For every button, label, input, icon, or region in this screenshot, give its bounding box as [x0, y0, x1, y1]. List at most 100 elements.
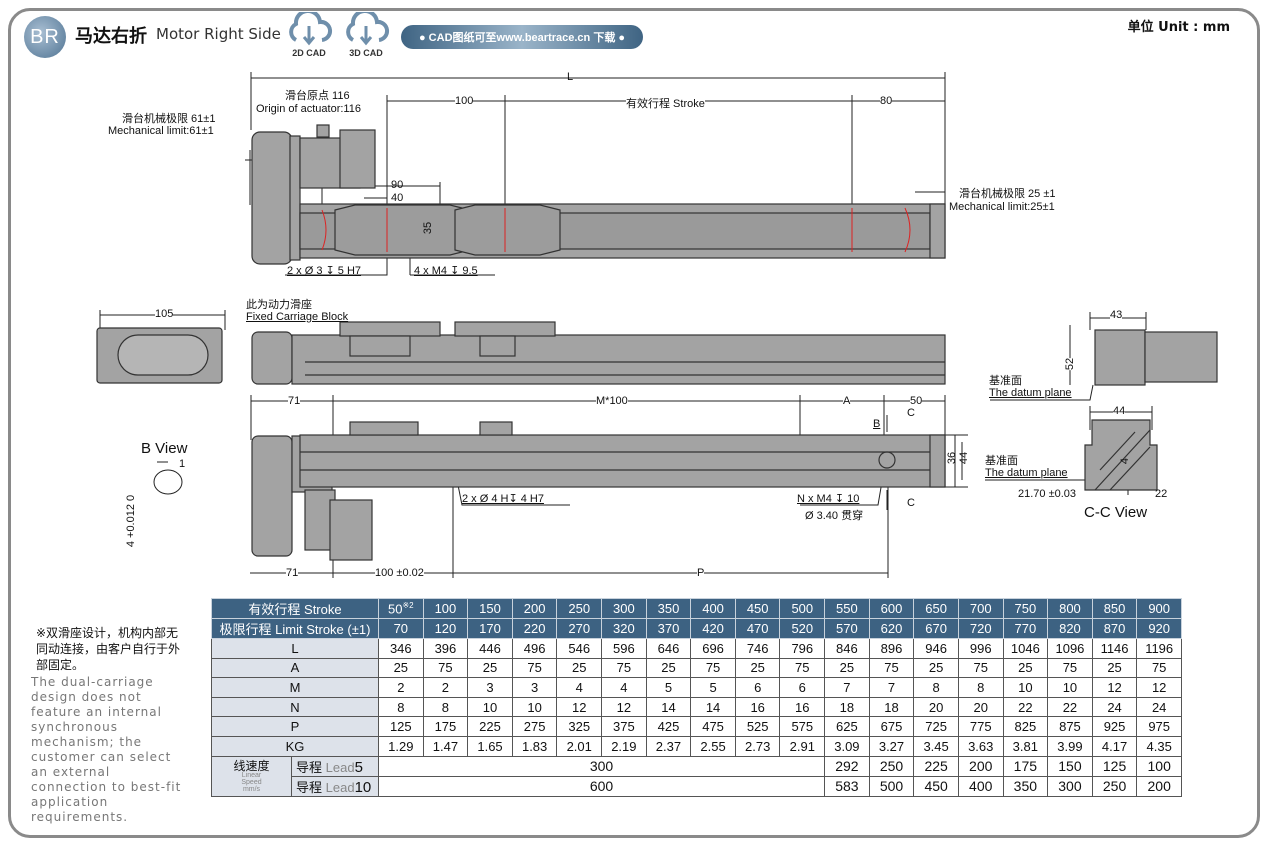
table-cell: 975	[1136, 716, 1182, 737]
table-cell: 1.65	[467, 735, 513, 757]
table-cell: 4.35	[1136, 735, 1182, 757]
table-cell: 575	[779, 716, 826, 737]
table-cell: 75	[690, 657, 736, 679]
table-cell: 10	[511, 696, 558, 718]
table-cell: 325	[556, 716, 603, 737]
table-cell: 125	[378, 716, 424, 737]
limit-cell: 870	[1091, 618, 1138, 639]
dim-71-bottom: 71	[286, 567, 299, 579]
limit-cell: 70	[378, 618, 424, 639]
table-cell: 12	[601, 696, 647, 718]
row-label: 极限行程 Limit Stroke (±1)	[211, 618, 379, 639]
speed-cell: 250	[1091, 775, 1138, 797]
table-cell: 75	[601, 657, 647, 679]
cad-3d-download[interactable]: 3D CAD	[341, 9, 391, 58]
stroke-cell: 650	[913, 598, 959, 619]
table-cell: 5	[690, 677, 736, 698]
stroke-cell: 250	[556, 598, 603, 619]
row-label: 有效行程 Stroke	[211, 598, 379, 619]
table-cell: 6	[779, 677, 826, 698]
lead-label: 导程 Lead10	[291, 775, 379, 797]
table-cell: 996	[957, 638, 1004, 659]
dim-36: 36	[946, 451, 959, 465]
table-cell: 475	[690, 716, 736, 737]
limit-cell: 120	[422, 618, 469, 639]
title-en: Motor Right Side	[156, 25, 281, 43]
speed-cell: 292	[824, 755, 870, 777]
side-view	[96, 321, 946, 385]
stroke-cell: 500	[779, 598, 826, 619]
table-cell: 25	[734, 657, 781, 679]
table-cell: 775	[957, 716, 1004, 737]
table-cell: 75	[511, 657, 558, 679]
speed-cell: 200	[957, 755, 1004, 777]
table-cell: 346	[378, 638, 424, 659]
b-view-title: B View	[141, 440, 188, 457]
speed-cell: 300	[1047, 775, 1093, 797]
table-cell: 6	[734, 677, 781, 698]
table-cell: 925	[1091, 716, 1138, 737]
table-cell: 796	[779, 638, 826, 659]
table-cell: 7	[868, 677, 915, 698]
table-cell: 22	[1047, 696, 1093, 718]
table-cell: 3.09	[824, 735, 870, 757]
table-cell: 75	[422, 657, 469, 679]
cad-download-link[interactable]: ● CAD图纸可至www.beartrace.cn 下载 ●	[401, 25, 643, 49]
table-cell: 425	[645, 716, 692, 737]
limit-cell: 920	[1136, 618, 1182, 639]
limit-cell: 770	[1002, 618, 1049, 639]
row-label: KG	[211, 735, 379, 757]
stroke-cell: 400	[690, 598, 736, 619]
dim-80: 80	[880, 95, 893, 107]
row-label: L	[211, 638, 379, 659]
table-cell: 8	[422, 696, 469, 718]
table-cell: 875	[1047, 716, 1093, 737]
speed-span-cell: 300	[377, 755, 826, 777]
speed-cell: 225	[913, 755, 959, 777]
b-view-tolerance: 4 +0.012 0	[125, 494, 138, 548]
speed-cell: 583	[824, 775, 870, 797]
dim-71-top: 71	[288, 395, 301, 407]
table-cell: 18	[824, 696, 870, 718]
dim-52: 52	[1064, 357, 1077, 371]
row-label: P	[211, 716, 379, 737]
stroke-cell: 350	[645, 598, 692, 619]
speed-cell: 200	[1136, 775, 1182, 797]
table-cell: 1046	[1002, 638, 1049, 659]
stroke-cell: 600	[868, 598, 915, 619]
table-cell: 10	[1002, 677, 1049, 698]
table-cell: 175	[422, 716, 469, 737]
stroke-cell: 300	[601, 598, 647, 619]
stroke-cell: 850	[1091, 598, 1138, 619]
cad-2d-download[interactable]: 2D CAD	[284, 9, 334, 58]
row-label: M	[211, 677, 379, 698]
table-cell: 12	[556, 696, 603, 718]
stroke-cell: 800	[1047, 598, 1093, 619]
limit-cell: 820	[1047, 618, 1093, 639]
table-cell: 24	[1091, 696, 1138, 718]
technical-drawing	[96, 72, 1218, 578]
stroke-cell: 200	[511, 598, 558, 619]
table-cell: 8	[913, 677, 959, 698]
mech-limit-right-en: Mechanical limit:25±1	[949, 201, 1055, 213]
stroke-cell: 150	[467, 598, 513, 619]
table-cell: 75	[868, 657, 915, 679]
cloud-download-icon	[289, 9, 332, 46]
table-cell: 75	[779, 657, 826, 679]
lead-label: 导程 Lead5	[291, 755, 379, 777]
speed-cell: 350	[1002, 775, 1049, 797]
limit-cell: 520	[779, 618, 826, 639]
table-cell: 25	[556, 657, 603, 679]
table-cell: 3.81	[1002, 735, 1049, 757]
stroke-cell: 750	[1002, 598, 1049, 619]
speed-cell: 150	[1047, 755, 1093, 777]
table-cell: 1096	[1047, 638, 1093, 659]
table-cell: 25	[824, 657, 870, 679]
table-cell: 25	[378, 657, 424, 679]
table-cell: 4	[556, 677, 603, 698]
